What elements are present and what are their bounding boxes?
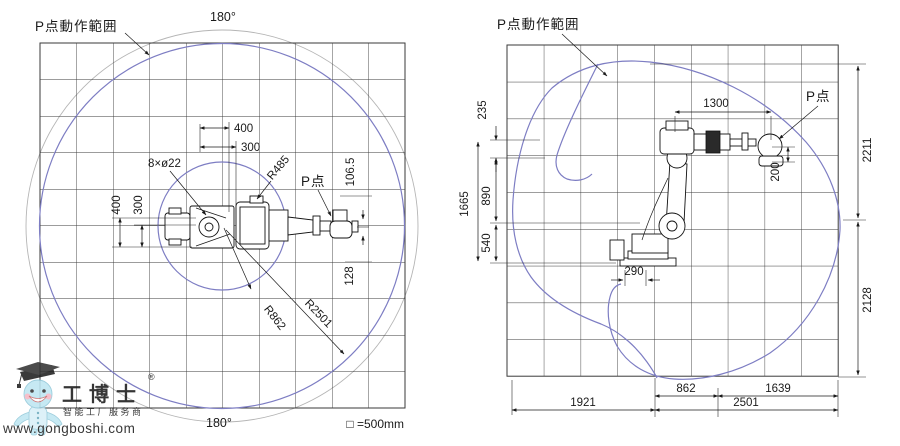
right-title: P点動作範囲 [497,17,580,32]
dim-2128: 2128 [862,287,874,313]
mascot-right-cheek [45,393,52,400]
mascot-right-leg [38,428,46,436]
left-angle-top: 180° [210,10,236,24]
dim-2501: 2501 [733,397,759,409]
swivel-range-arc [25,29,419,423]
dim-235: 235 [477,100,489,119]
right-panel-side-view: P点動作範囲 1300 P点 200 235 1665 890 540 290 … [459,17,874,417]
dim-top-400: 400 [234,123,253,135]
dim-mount-holes: 8×ø22 [148,158,181,170]
brand-url: www.gongboshi.com [2,421,135,436]
dim-540: 540 [481,233,493,252]
left-dimension-lines [112,32,372,355]
left-angle-bottom: 180° [206,416,232,430]
right-dimension-lines [476,33,866,417]
dim-890: 890 [481,186,493,205]
p-point-envelope [512,60,841,380]
dim-1921: 1921 [570,397,596,409]
dim-2211: 2211 [862,138,874,163]
dim-106-5: 106.5 [345,158,357,187]
dim-top-300: 300 [241,142,260,154]
grid-scale-note: □ =500mm [346,417,404,431]
left-panel-top-view: P点動作範囲 180° 180° □ =500mm 400 300 400 30… [25,10,419,431]
dim-290: 290 [624,266,643,278]
brand-name: 工博士 [62,382,143,406]
mascot-smile [28,395,48,403]
robot-side-view [609,120,784,267]
gongboshi-watermark: 工博士 ® 智能工厂服务商 www.gongboshi.com [2,362,155,436]
mascot-head [23,379,53,409]
brand-tagline: 智能工厂服务商 [63,406,144,417]
dim-left-400: 400 [111,195,123,214]
dim-128: 128 [344,266,356,285]
robot-top-view [164,195,359,250]
dim-862: 862 [676,383,695,395]
mascot-left-leg [30,428,38,436]
registered-mark: ® [148,372,155,382]
dim-left-300: 300 [133,195,145,214]
p-point-range-circle [38,42,406,410]
mascot-left-cheek [24,393,31,400]
p-point-label-left: P点 [301,174,326,189]
p-point-label-right: P点 [806,89,831,104]
left-title: P点動作範囲 [35,19,118,34]
dim-1300: 1300 [703,98,729,110]
dim-1665: 1665 [459,191,471,217]
dim-200: 200 [770,162,782,181]
mascot-logo [13,362,63,436]
dim-1639: 1639 [765,383,791,395]
graduation-cap-board [16,362,60,375]
